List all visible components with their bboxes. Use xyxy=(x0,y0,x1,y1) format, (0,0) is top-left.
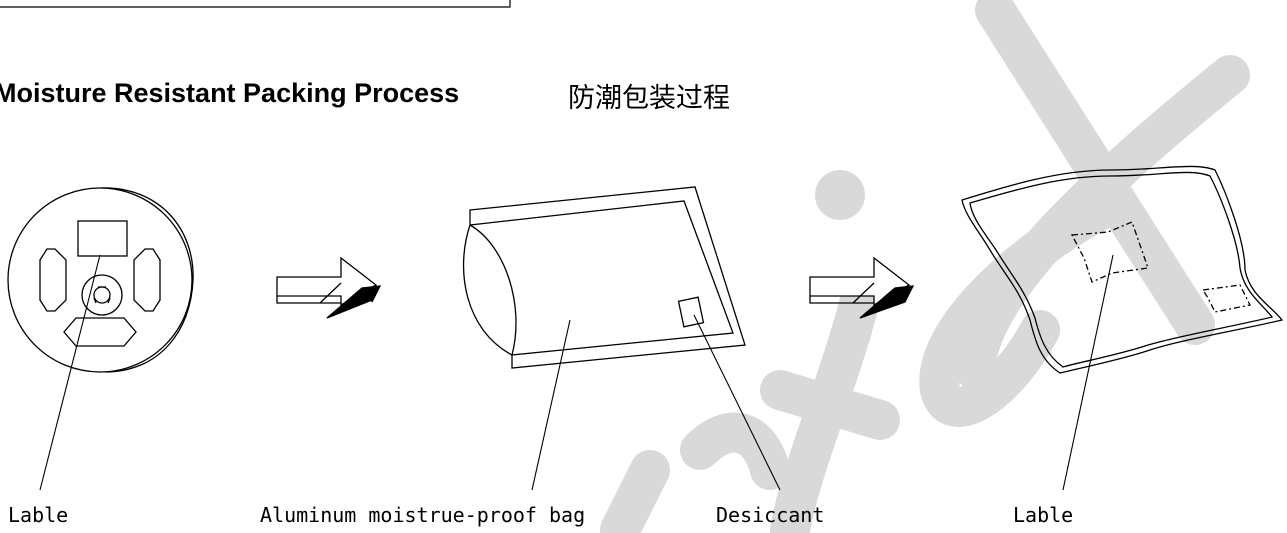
label-reel: Lable xyxy=(8,503,69,527)
watermark xyxy=(600,0,1250,533)
reel-face xyxy=(7,187,193,373)
title-chinese: 防潮包装过程 xyxy=(568,83,730,114)
sealed-bag-illustration xyxy=(961,165,1284,491)
bag-front-flap xyxy=(469,224,517,356)
bag-outer xyxy=(469,186,746,369)
sealed-label-leader-line xyxy=(1062,254,1114,491)
desiccant-in-bag xyxy=(1201,284,1251,313)
reel-hub xyxy=(81,274,123,316)
label-desiccant: Desiccant xyxy=(716,503,825,527)
label-sealed-bag: Lable xyxy=(1013,503,1074,527)
label-aluminum-bag: Aluminum moistrue-proof bag xyxy=(260,503,586,527)
reel-label-box xyxy=(77,220,128,257)
header-box-edge xyxy=(0,0,511,8)
aluminum-bag-illustration xyxy=(462,186,781,491)
reel-illustration xyxy=(7,187,194,491)
reel-rim xyxy=(99,187,194,373)
reel-window-left xyxy=(39,248,67,312)
bag-leader-line xyxy=(531,319,571,491)
arrow-icon xyxy=(809,256,915,319)
desiccant-pack xyxy=(677,296,705,328)
title-english: Moisture Resistant Packing Process xyxy=(0,78,460,108)
reel-leader-line xyxy=(39,254,101,491)
label-on-bag xyxy=(1070,221,1149,283)
desiccant-leader-line xyxy=(693,314,781,491)
bag-open-end xyxy=(462,224,513,356)
reel-window-bottom xyxy=(63,317,137,347)
reel-window-right xyxy=(133,248,161,312)
arrow-icon xyxy=(276,256,382,319)
